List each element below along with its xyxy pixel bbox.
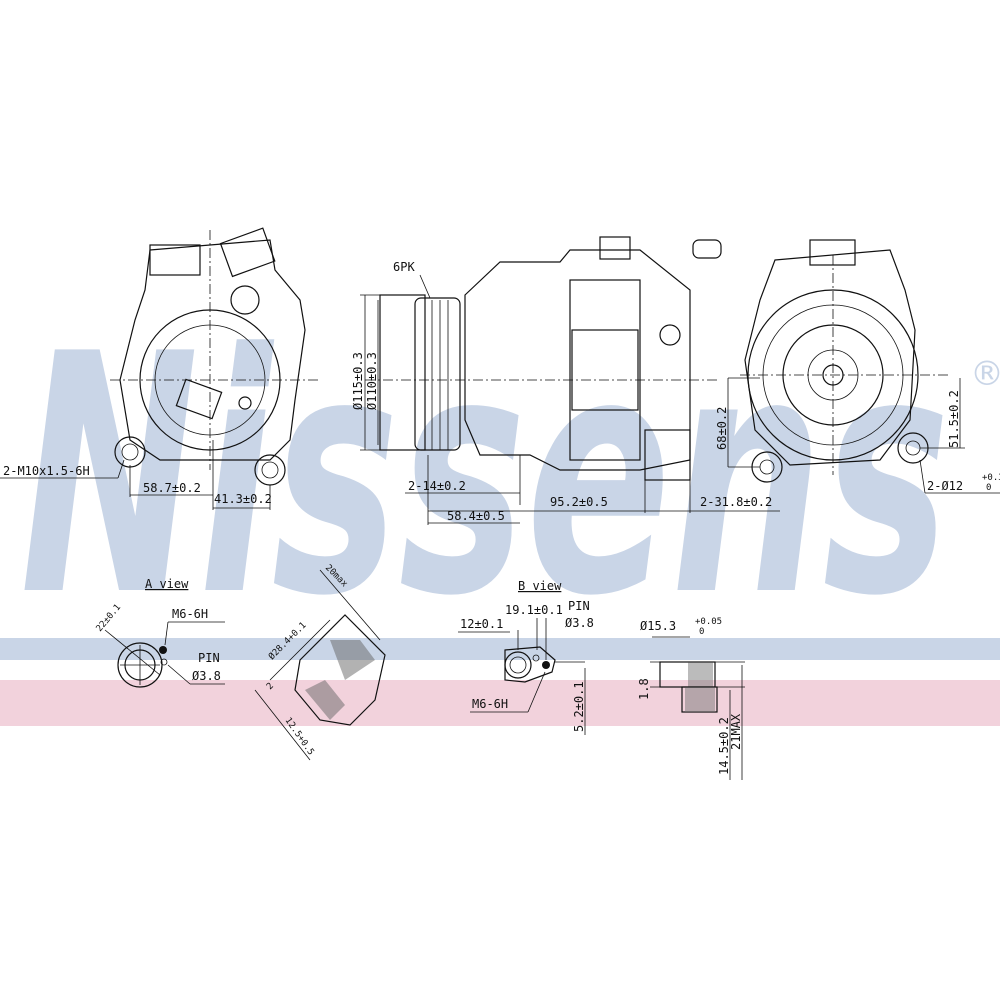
- watermark: Nissens ®: [0, 284, 1000, 726]
- a-pin-dia: Ø3.8: [192, 669, 221, 683]
- hole-tol-upper: +0.3: [982, 473, 1000, 483]
- b-thread: M6-6H: [472, 697, 508, 711]
- b-view: B view 12±0.1 19.1±0.1 PIN Ø3.8 M6-6H 5.…: [458, 579, 594, 735]
- dia-115: Ø115±0.3: [351, 352, 365, 410]
- blue-stripe: [0, 638, 1000, 660]
- b-view-title: B view: [518, 579, 562, 593]
- dim-19-1: 19.1±0.1: [505, 603, 563, 617]
- dim-51-5: 51.5±0.2: [947, 390, 961, 448]
- belt-label: 6PK: [393, 260, 415, 274]
- dim-14: 2-14±0.2: [408, 479, 466, 493]
- dim-58-4: 58.4±0.5: [447, 509, 505, 523]
- thread-label: 2-M10x1.5-6H: [3, 464, 90, 478]
- dim-95-2: 95.2±0.5: [550, 495, 608, 509]
- side-view: 6PK Ø115±0.3 Ø110±0.3 2-14±0.2 58.4±0.5 …: [351, 236, 780, 525]
- b-pin: PIN: [568, 599, 590, 613]
- dia-15-3: Ø15.3: [640, 619, 676, 633]
- dim-2: 2: [265, 681, 276, 692]
- dim-58-7: 58.7±0.2: [143, 481, 201, 495]
- watermark-logo: Nissens: [20, 284, 950, 668]
- dia-tol-lower: 0: [699, 627, 704, 637]
- dim-31-8: 2-31.8±0.2: [700, 495, 772, 509]
- front-view: 2-M10x1.5-6H 58.7±0.2 41.3±0.2: [0, 227, 320, 510]
- a-view-title: A view: [145, 577, 189, 591]
- dim-68: 68±0.2: [715, 407, 729, 450]
- b-pin-dia: Ø3.8: [565, 616, 594, 630]
- hole-dia: 2-Ø12: [927, 479, 963, 493]
- section-b: Ø15.3 +0.05 0 1.8 14.5±0.2 21MAX: [637, 617, 745, 780]
- a-thread: M6-6H: [172, 607, 208, 621]
- dia-110: Ø110±0.3: [365, 352, 379, 410]
- dim-14-5: 14.5±0.2: [717, 717, 731, 775]
- pink-stripe: [0, 680, 1000, 726]
- a-pin: PIN: [198, 651, 220, 665]
- dim-21max: 21MAX: [729, 713, 743, 750]
- registered-mark: ®: [970, 354, 1000, 394]
- dia-tol-upper: +0.05: [695, 617, 722, 627]
- dim-1-8: 1.8: [637, 678, 651, 700]
- hole-tol-lower: 0: [986, 483, 991, 493]
- dim-12: 12±0.1: [460, 617, 503, 631]
- rear-view: 68±0.2 51.5±0.2 2-Ø12 +0.3 0: [715, 239, 1000, 494]
- dim-5-2: 5.2±0.1: [572, 681, 586, 732]
- dim-41-3: 41.3±0.2: [214, 492, 272, 506]
